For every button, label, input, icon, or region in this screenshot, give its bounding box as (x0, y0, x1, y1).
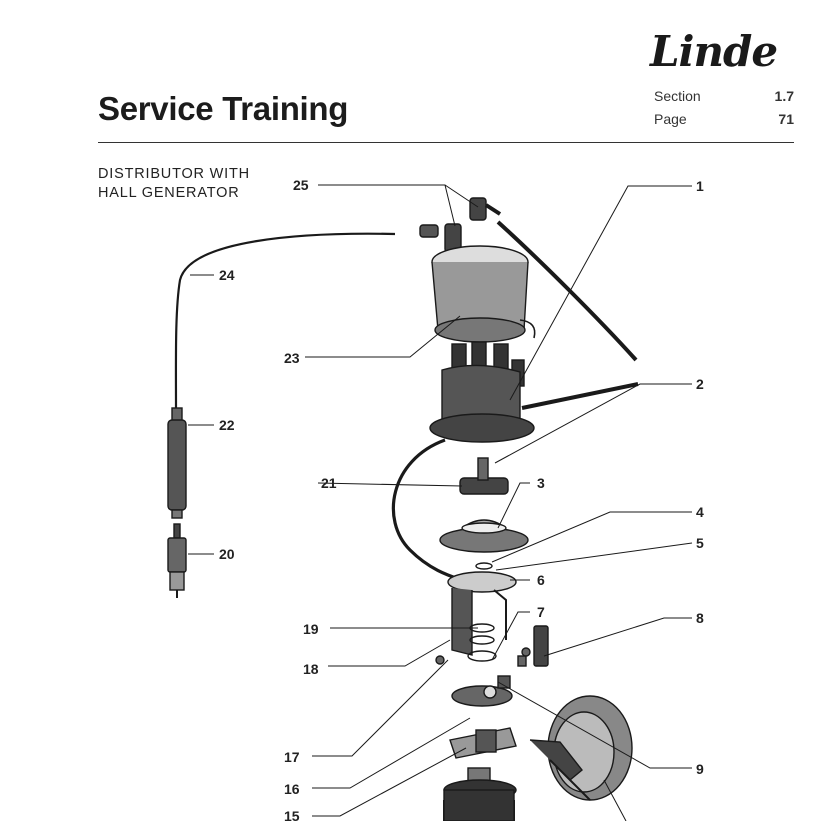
leader-5 (495, 542, 693, 571)
callout-22: 22 (219, 417, 235, 433)
leader-9 (497, 681, 692, 769)
leader-7 (491, 611, 530, 661)
leader-8 (543, 617, 692, 657)
callout-9: 9 (696, 761, 704, 777)
callout-18: 18 (303, 661, 319, 677)
leader-17 (312, 659, 449, 757)
spark-plug-20 (167, 523, 187, 598)
callout-numbers: 25 1 24 23 2 22 21 3 4 5 20 6 7 8 19 18 … (219, 177, 704, 821)
figure-caption: DISTRIBUTOR WITH HALL GENERATOR (98, 165, 250, 203)
trigger-plate-17 (451, 675, 513, 707)
header-divider (98, 142, 794, 143)
section-value: 1.7 (774, 88, 794, 104)
rotor-21 (459, 457, 509, 495)
leader-1 (509, 185, 692, 401)
leader-lines (188, 184, 693, 821)
callout-25: 25 (293, 177, 309, 193)
callout-8: 8 (696, 610, 704, 626)
advance-mechanism-16 (449, 727, 517, 759)
callout-5: 5 (696, 535, 704, 551)
primary-wire-loop (391, 438, 463, 582)
ignition-lead-24 (174, 232, 396, 411)
callout-15: 15 (284, 808, 300, 821)
lead-connectors-25 (419, 197, 502, 253)
plug-connector-22 (167, 407, 187, 519)
leader-2 (494, 383, 692, 464)
callout-17: 17 (284, 749, 300, 765)
dust-shield-3 (439, 519, 529, 553)
caption-line-2: HALL GENERATOR (98, 185, 240, 201)
callout-2: 2 (696, 376, 704, 392)
leader-4 (491, 511, 692, 563)
callout-20: 20 (219, 546, 235, 562)
callout-3: 3 (537, 475, 545, 491)
callout-4: 4 (696, 504, 704, 520)
callout-24: 24 (219, 267, 235, 283)
page-label: Page (654, 111, 687, 127)
callout-16: 16 (284, 781, 300, 797)
page-value: 71 (778, 111, 794, 127)
ignition-lead-right (496, 220, 638, 362)
vacuum-unit-9 (529, 695, 633, 801)
leader-3 (497, 482, 530, 529)
callout-1: 1 (696, 178, 704, 194)
leader-16 (312, 717, 471, 789)
linde-logo: Linde (650, 27, 778, 76)
callout-19: 19 (303, 621, 319, 637)
leader-18 (328, 639, 451, 667)
leader-25 (318, 184, 479, 227)
leader-bottom-right (603, 779, 627, 821)
callout-23: 23 (284, 350, 300, 366)
callout-7: 7 (537, 604, 545, 620)
suppressor-cap-23 (431, 245, 536, 343)
page-title: Service Training (98, 90, 349, 127)
distributor-housing-6 (447, 571, 517, 656)
leader-23 (305, 315, 461, 358)
leader-15 (312, 747, 467, 817)
caption-line-1: DISTRIBUTOR WITH (98, 166, 250, 182)
drawing (167, 197, 639, 821)
callout-6: 6 (537, 572, 545, 588)
shaft-body-15 (443, 767, 517, 821)
callout-21: 21 (321, 475, 337, 491)
section-label: Section (654, 88, 701, 104)
distributor-cap-1 (429, 341, 639, 443)
washer-4 (475, 562, 493, 570)
leader-21 (317, 482, 463, 487)
